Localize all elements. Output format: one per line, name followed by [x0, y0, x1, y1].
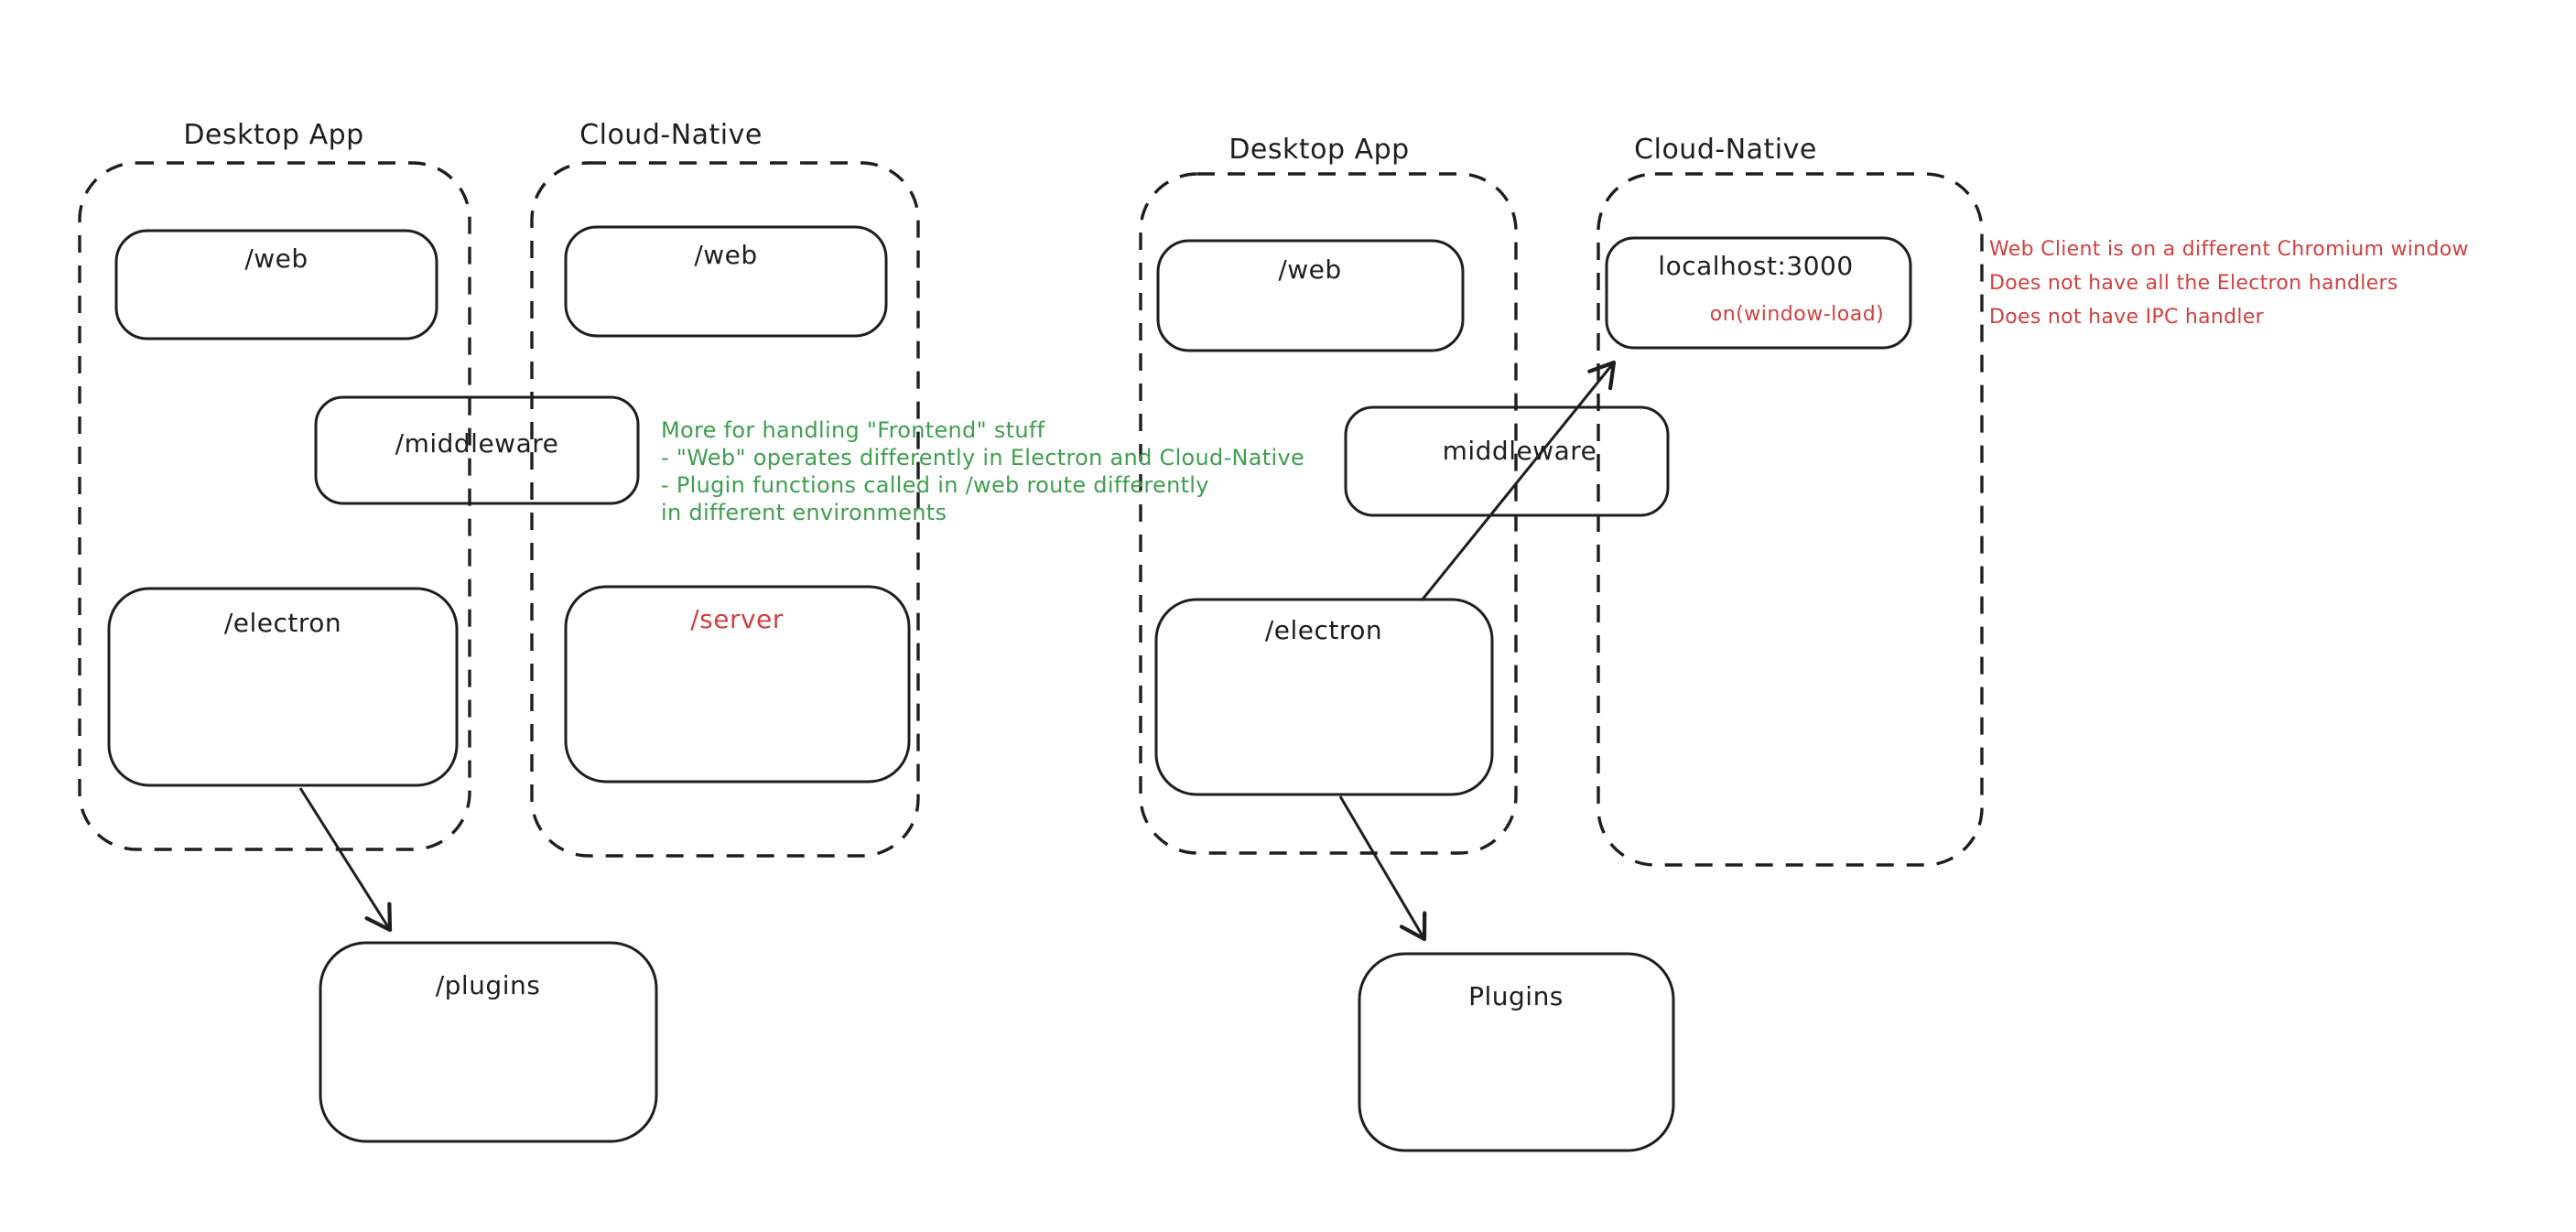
web-label-left-cloud: /web: [694, 240, 758, 270]
cloud-native-container-right: [1596, 172, 1984, 867]
cloud-native-title-left: Cloud-Native: [579, 119, 763, 151]
web-node-left-cloud: [564, 225, 888, 338]
web-node-right-desktop: [1156, 239, 1465, 352]
middleware-node-left: [314, 395, 640, 505]
annotation-middleware-line2: - "Web" operates differently in Electron…: [661, 445, 1305, 470]
middleware-label-left: /middleware: [395, 428, 559, 459]
server-node-left: [564, 585, 911, 784]
desktop-app-title-right: Desktop App: [1228, 134, 1410, 166]
plugins-node-left: [319, 941, 658, 1143]
electron-label-left: /electron: [223, 608, 342, 638]
localhost-label-right: localhost:3000: [1658, 251, 1854, 281]
electron-label-right: /electron: [1264, 615, 1383, 645]
desktop-app-container-left: [78, 161, 471, 851]
web-label-left-desktop: /web: [244, 243, 308, 274]
arrow-electron-to-plugins-right: [1338, 795, 1427, 942]
arrow-electron-to-localhost-right: [1420, 360, 1617, 601]
plugins-label-left: /plugins: [435, 970, 541, 1000]
localhost-node-right: [1605, 236, 1912, 350]
desktop-app-container-right: [1139, 172, 1518, 855]
plugins-label-right: Plugins: [1468, 981, 1564, 1011]
web-label-right-desktop: /web: [1278, 254, 1342, 285]
cloud-native-title-right: Cloud-Native: [1634, 134, 1817, 166]
annotation-middleware-line4: in different environments: [661, 500, 947, 525]
web-node-left-desktop: [114, 229, 438, 340]
annotation-web-client-note: Web Client is on a different Chromium wi…: [1989, 232, 2469, 334]
annotation-middleware-line1: More for handling "Frontend" stuff: [661, 417, 1045, 443]
desktop-app-title-left: Desktop App: [183, 119, 364, 151]
annotation-web-client-line3: Does not have IPC handler: [1989, 306, 2265, 329]
on-window-load-label-right: on(window-load): [1709, 303, 1885, 326]
middleware-node-right: [1344, 405, 1670, 517]
server-label-left: /server: [690, 604, 784, 634]
plugins-node-right: [1358, 952, 1675, 1152]
annotation-web-client-line1: Web Client is on a different Chromium wi…: [1989, 238, 2469, 261]
electron-node-right: [1154, 598, 1494, 796]
arrow-electron-to-plugins-left: [298, 787, 393, 933]
middleware-label-right: middleware: [1442, 436, 1597, 466]
cloud-native-container-left: [530, 161, 920, 858]
annotation-middleware-line3: - Plugin functions called in /web route …: [661, 472, 1209, 498]
electron-node-left: [107, 587, 459, 787]
annotation-web-client-line2: Does not have all the Electron handlers: [1989, 272, 2398, 295]
annotation-middleware-note: More for handling "Frontend" stuff - "We…: [661, 416, 1304, 526]
